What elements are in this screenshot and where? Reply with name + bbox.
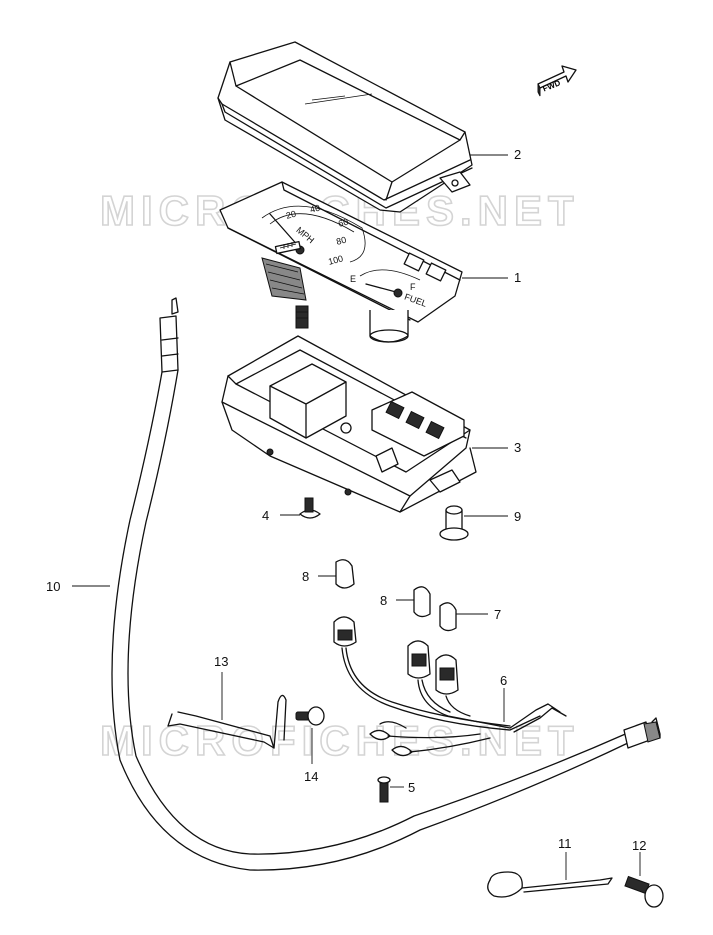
part-6-wiring-harness xyxy=(333,616,567,757)
callout-11: 11 xyxy=(558,836,572,851)
part-5-bolt xyxy=(377,776,404,803)
part-7-socket-cap xyxy=(439,602,488,632)
part-14-screw xyxy=(295,706,325,764)
callout-8a: 8 xyxy=(302,569,309,584)
part-9-grommet xyxy=(439,505,508,541)
part-2-meter-cover xyxy=(217,41,508,213)
dial-40: 40 xyxy=(309,203,321,215)
fuel-f: F xyxy=(410,282,416,292)
dial-20: 20 xyxy=(285,209,297,221)
callout-13: 13 xyxy=(214,654,228,669)
fwd-arrow-icon: FWD xyxy=(537,65,577,97)
watermark-bottom: MICROFICHES.NET xyxy=(100,717,580,764)
part-4-screw xyxy=(280,497,321,519)
callout-14: 14 xyxy=(304,769,318,784)
callout-10: 10 xyxy=(46,579,60,594)
callout-3: 3 xyxy=(514,440,521,455)
part-12-screw xyxy=(624,852,664,908)
callout-6: 6 xyxy=(500,673,507,688)
callout-4: 4 xyxy=(262,508,269,523)
dial-60: 60 xyxy=(337,217,349,229)
part-10-speedometer-cable xyxy=(72,297,661,871)
dial-100: 100 xyxy=(327,253,344,266)
part-13-wire-bracket xyxy=(167,672,287,749)
callout-2: 2 xyxy=(514,147,521,162)
part-8b-socket-cap xyxy=(396,586,431,618)
callout-5: 5 xyxy=(408,780,415,795)
dial-80: 80 xyxy=(335,235,347,247)
part-8a-socket-cap xyxy=(318,559,355,589)
callout-9: 9 xyxy=(514,509,521,524)
callout-7: 7 xyxy=(494,607,501,622)
part-3-meter-case xyxy=(221,335,508,513)
part-11-cable-clip xyxy=(487,852,613,898)
fuel-e: E xyxy=(350,274,356,284)
callout-1: 1 xyxy=(514,270,521,285)
part-1-meter-assembly: 20 40 60 80 100 MPH E F FUEL xyxy=(219,181,508,343)
callout-8b: 8 xyxy=(380,593,387,608)
callout-12: 12 xyxy=(632,838,646,853)
